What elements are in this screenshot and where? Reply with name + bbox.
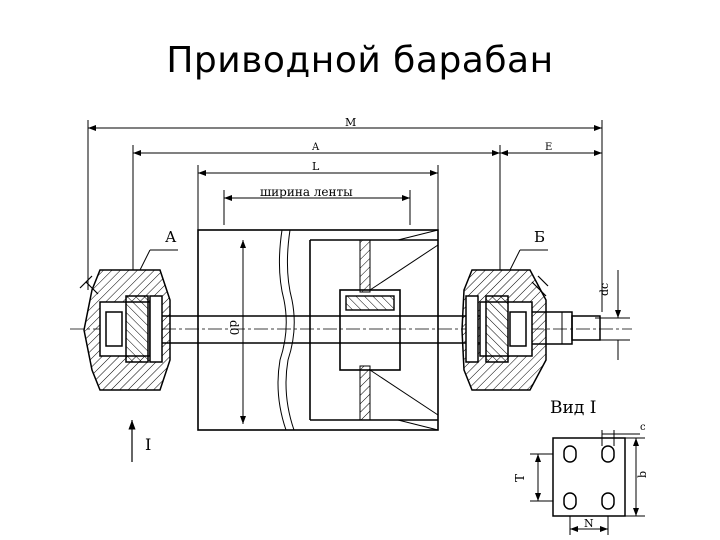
view-dim-n: N — [584, 517, 594, 530]
view-arrow-label: I — [145, 435, 151, 454]
dim-belt-width: ширина ленты — [260, 185, 353, 199]
shaft — [150, 311, 601, 345]
dim-d0: d0 — [227, 320, 241, 335]
slide-title: Приводной барабан — [166, 40, 554, 81]
right-bearing-housing — [461, 269, 549, 391]
view-dim-b: b — [636, 471, 649, 478]
label-section-b: Б — [534, 228, 545, 246]
dim-dc: dc — [598, 283, 611, 296]
dim-e: E — [545, 142, 552, 153]
dim-m: M — [345, 116, 356, 129]
view-i-plate — [530, 430, 645, 535]
dim-a: A — [311, 142, 320, 153]
view-dim-t: T — [513, 474, 527, 482]
left-bearing-housing — [79, 269, 171, 391]
drum-shell — [197, 229, 439, 431]
view-title: Вид I — [550, 398, 596, 418]
dim-l: L — [312, 160, 320, 173]
dimension-lines — [87, 120, 630, 424]
view-dim-c: c — [640, 422, 646, 433]
label-section-a: А — [165, 228, 177, 246]
